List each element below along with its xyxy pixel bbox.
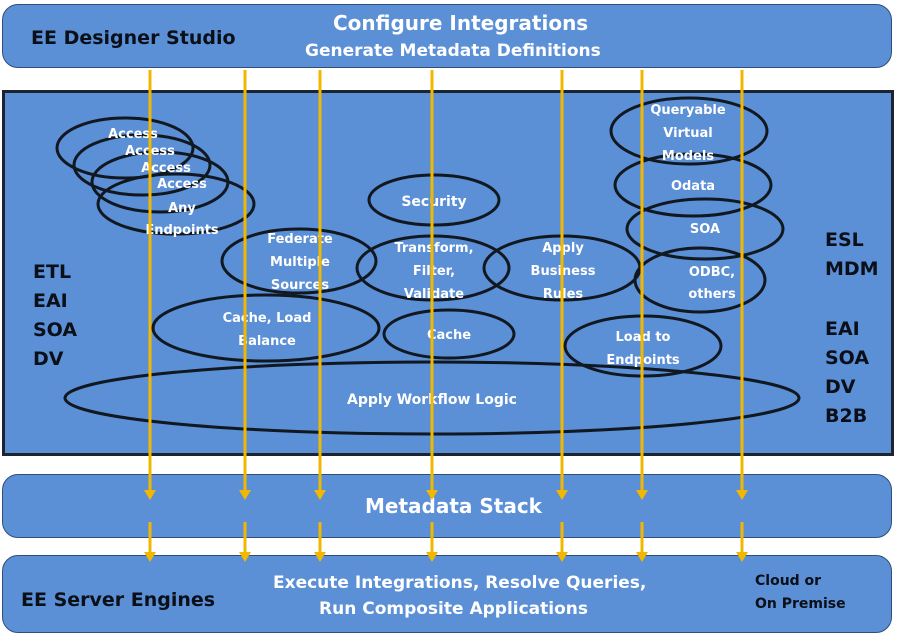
soa-label: SOA xyxy=(690,222,720,237)
security-label: Security xyxy=(401,194,466,210)
federate-label-2: Multiple xyxy=(270,255,330,270)
right-label-mdm: MDM xyxy=(825,258,879,280)
federate-label-1: Federate xyxy=(267,232,333,247)
queryable-label-1: Queryable xyxy=(650,103,726,118)
soa-ellipse xyxy=(625,197,785,261)
odata-ellipse xyxy=(613,152,773,218)
flow-arrow-head xyxy=(426,552,438,562)
cache-ellipse xyxy=(382,308,516,360)
generate-metadata-subtitle: Generate Metadata Definitions xyxy=(305,41,601,61)
flow-arrows xyxy=(144,70,748,562)
odbc-ellipse xyxy=(633,246,767,314)
left-label-eai: EAI xyxy=(33,290,68,312)
access-label-1: Access xyxy=(108,127,158,142)
server-engines-band: EE Server Engines Execute Integrations, … xyxy=(2,555,892,633)
left-label-dv: DV xyxy=(33,348,64,370)
flow-arrow-head xyxy=(736,552,748,562)
queryable-label-2: Virtual xyxy=(663,126,712,141)
access-ellipse-2 xyxy=(72,133,212,197)
flow-arrow-head xyxy=(239,490,251,500)
queryable-label-3: Models xyxy=(662,149,714,164)
flow-arrow-head xyxy=(556,552,568,562)
execute-integrations-text: Execute Integrations, Resolve Queries, xyxy=(273,573,647,593)
right-label-soa: SOA xyxy=(825,347,870,369)
designer-studio-label: EE Designer Studio xyxy=(31,27,236,49)
odbc-label-1: ODBC, xyxy=(689,265,735,280)
metadata-stack-title: Metadata Stack xyxy=(365,494,542,518)
odbc-label-2: others xyxy=(688,287,736,302)
flow-arrow-head xyxy=(144,490,156,500)
cache-load-label-1: Cache, Load xyxy=(223,311,312,326)
right-capabilities-bottom: EAI SOA DV B2B xyxy=(825,315,869,431)
federate-label-3: Sources xyxy=(271,278,329,293)
left-label-soa: SOA xyxy=(33,319,78,341)
flow-arrow-head xyxy=(314,552,326,562)
run-composite-apps-text: Run Composite Applications xyxy=(319,599,589,619)
access-label-4: Access xyxy=(157,177,207,192)
right-label-b2b: B2B xyxy=(825,405,868,427)
flow-arrow-head xyxy=(636,490,648,500)
left-capabilities-list: ETL EAI SOA DV xyxy=(33,258,77,374)
flow-arrow-head xyxy=(426,490,438,500)
flow-arrow-head xyxy=(144,552,156,562)
right-label-esl: ESL xyxy=(825,229,864,251)
transform-label-2: Filter, xyxy=(413,264,455,279)
cache-label: Cache xyxy=(427,328,471,343)
odata-label: Odata xyxy=(671,179,715,194)
security-ellipse xyxy=(367,173,501,227)
flow-arrow-head xyxy=(636,552,648,562)
flow-arrow-head xyxy=(314,490,326,500)
right-capabilities-top: ESL MDM xyxy=(825,226,879,284)
cache-load-label-2: Balance xyxy=(238,334,296,349)
queryable-ellipse xyxy=(609,96,769,166)
right-label-dv: DV xyxy=(825,376,856,398)
configure-integrations-title: Configure Integrations xyxy=(333,11,589,35)
transform-label-3: Validate xyxy=(404,287,464,302)
endpoints-label: Endpoints xyxy=(145,223,219,238)
server-engines-label: EE Server Engines xyxy=(21,589,216,611)
access-any-endpoints-ellipse xyxy=(96,172,256,236)
flow-arrow-head xyxy=(239,552,251,562)
left-label-etl: ETL xyxy=(33,261,72,283)
access-label-3: Access xyxy=(141,161,191,176)
any-label: Any xyxy=(168,201,196,216)
cache-load-ellipse xyxy=(151,293,381,363)
flow-arrow-head xyxy=(556,490,568,500)
on-premise-text: On Premise xyxy=(755,596,846,612)
designer-studio-band: EE Designer Studio Configure Integration… xyxy=(2,4,892,68)
cloud-or-text: Cloud or xyxy=(755,573,822,589)
flow-arrow-head xyxy=(736,490,748,500)
federate-ellipse xyxy=(220,227,378,295)
transform-label-1: Transform, xyxy=(394,241,473,256)
right-label-eai: EAI xyxy=(825,318,860,340)
access-ellipse-1 xyxy=(55,116,195,180)
